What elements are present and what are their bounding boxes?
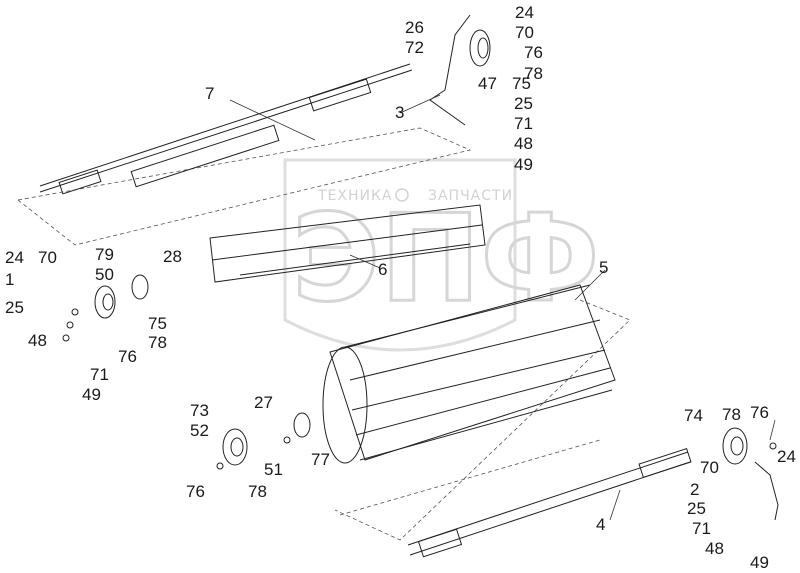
part-labels: 7 3 6 5 4 24 70 26 72 76 78 47 75 25 71 … bbox=[5, 3, 796, 572]
label-25-left: 25 bbox=[5, 298, 24, 317]
label-24-right: 24 bbox=[777, 447, 796, 466]
label-71-right: 71 bbox=[692, 519, 711, 538]
label-74: 74 bbox=[684, 406, 703, 425]
beater-bar-part-6 bbox=[209, 204, 486, 283]
label-3: 3 bbox=[395, 103, 404, 122]
label-24-left: 24 bbox=[5, 248, 24, 267]
watermark-logo: ЭПФ bbox=[292, 190, 600, 329]
watermark: ТЕХНИКА ЗАПЧАСТИ ЭПФ bbox=[283, 158, 601, 352]
label-24-top: 24 bbox=[515, 3, 534, 22]
label-73: 73 bbox=[190, 401, 209, 420]
watermark-line1: ТЕХНИКА bbox=[317, 188, 393, 204]
label-47: 47 bbox=[478, 74, 497, 93]
label-5: 5 bbox=[599, 258, 608, 277]
label-75-top: 75 bbox=[512, 74, 531, 93]
label-49-right: 49 bbox=[750, 553, 769, 572]
assembly-boundaries bbox=[17, 127, 631, 541]
left-bottom-hub bbox=[216, 412, 311, 470]
label-2: 2 bbox=[690, 480, 699, 499]
label-70-right: 70 bbox=[700, 458, 719, 477]
label-48-top: 48 bbox=[514, 134, 533, 153]
label-49-left: 49 bbox=[82, 385, 101, 404]
label-71-left: 71 bbox=[90, 365, 109, 384]
label-48-left: 48 bbox=[28, 331, 47, 350]
label-78-bottom: 78 bbox=[248, 482, 267, 501]
label-1: 1 bbox=[5, 270, 14, 289]
label-78-top: 78 bbox=[524, 64, 543, 83]
label-49-top: 49 bbox=[514, 155, 533, 174]
label-72: 72 bbox=[405, 38, 424, 57]
label-70-left: 70 bbox=[38, 248, 57, 267]
label-79: 79 bbox=[95, 245, 114, 264]
label-78-left: 78 bbox=[148, 333, 167, 352]
label-6: 6 bbox=[378, 260, 387, 279]
label-75-left: 75 bbox=[148, 314, 167, 333]
label-51: 51 bbox=[264, 460, 283, 479]
label-4: 4 bbox=[596, 515, 605, 534]
label-52: 52 bbox=[190, 421, 209, 440]
rod-part-3 bbox=[429, 14, 491, 126]
label-7: 7 bbox=[205, 84, 214, 103]
label-25-top: 25 bbox=[514, 94, 533, 113]
label-77: 77 bbox=[311, 450, 330, 469]
leader-lines bbox=[229, 94, 776, 521]
watermark-line2: ЗАПЧАСТИ bbox=[428, 188, 513, 204]
label-25-right: 25 bbox=[687, 499, 706, 518]
label-50: 50 bbox=[95, 265, 114, 284]
label-26: 26 bbox=[405, 18, 424, 37]
right-hub bbox=[722, 427, 779, 521]
left-hub bbox=[62, 274, 149, 342]
drum-part-5 bbox=[322, 284, 616, 464]
shaft-part-7 bbox=[39, 63, 413, 195]
label-48-right: 48 bbox=[705, 539, 724, 558]
label-70-top: 70 bbox=[515, 23, 534, 42]
label-28: 28 bbox=[163, 247, 182, 266]
label-71-top: 71 bbox=[514, 114, 533, 133]
label-76-left: 76 bbox=[118, 347, 137, 366]
shaft-part-4 bbox=[407, 447, 692, 558]
label-27: 27 bbox=[254, 393, 273, 412]
label-76-top: 76 bbox=[524, 43, 543, 62]
gear-icon bbox=[395, 188, 409, 202]
label-76-right: 76 bbox=[750, 403, 769, 422]
label-78-right: 78 bbox=[722, 405, 741, 424]
label-76-bottom: 76 bbox=[186, 482, 205, 501]
